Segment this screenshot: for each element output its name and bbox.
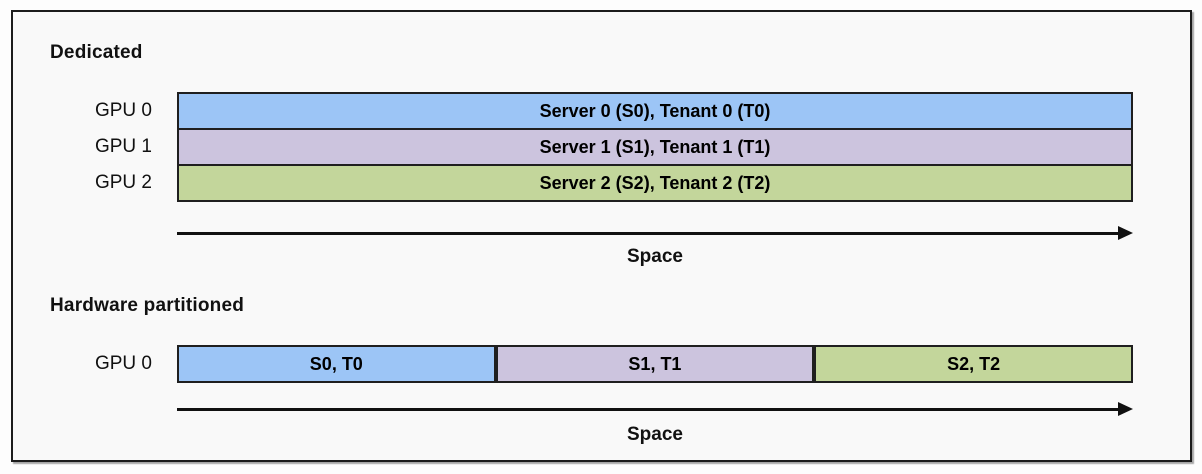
bar-segment: S0, T0 — [177, 345, 496, 383]
gpu-bar: Server 0 (S0), Tenant 0 (T0) — [177, 92, 1133, 130]
gpu-row: GPU 2 Server 2 (S2), Tenant 2 (T2) — [13, 164, 1133, 202]
dedicated-gpu-rows: GPU 0 Server 0 (S0), Tenant 0 (T0) GPU 1 Se… — [13, 92, 1133, 202]
space-arrow-icon — [177, 402, 1133, 416]
space-axis-label: Space — [627, 424, 683, 445]
gpu-label: GPU 1 — [94, 136, 152, 157]
space-arrow-icon — [177, 226, 1133, 240]
diagram-frame: Dedicated GPU 0 Server 0 (S0), Tenant 0 (… — [11, 10, 1192, 462]
bar-segment: Server 0 (S0), Tenant 0 (T0) — [177, 92, 1133, 130]
gpu-bar: Server 2 (S2), Tenant 2 (T2) — [177, 164, 1133, 202]
bar-segment: S2, T2 — [814, 345, 1133, 383]
bar-segment: S1, T1 — [495, 345, 815, 383]
gpu-label: GPU 0 — [94, 353, 152, 374]
section-title-hardware-partitioned: Hardware partitioned — [50, 295, 245, 316]
space-axis-label: Space — [627, 246, 683, 267]
gpu-label: GPU 0 — [94, 100, 152, 121]
bar-segment: Server 1 (S1), Tenant 1 (T1) — [177, 128, 1133, 166]
gpu-row: GPU 0 Server 0 (S0), Tenant 0 (T0) — [13, 92, 1133, 130]
section-title-dedicated: Dedicated — [50, 42, 143, 63]
gpu-row: GPU 1 Server 1 (S1), Tenant 1 (T1) — [13, 128, 1133, 166]
bar-segment: Server 2 (S2), Tenant 2 (T2) — [177, 164, 1133, 202]
gpu-bar: Server 1 (S1), Tenant 1 (T1) — [177, 128, 1133, 166]
gpu-label: GPU 2 — [94, 172, 152, 193]
